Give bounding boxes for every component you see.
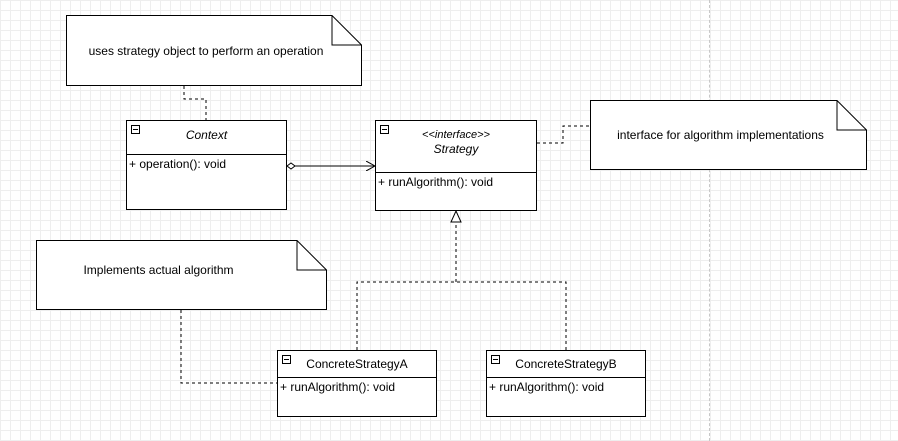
context-note-text: uses strategy object to perform an opera… xyxy=(88,43,324,58)
strategy-note[interactable]: interface for algorithm implementations xyxy=(590,100,867,170)
class-operation: + runAlgorithm(): void xyxy=(378,175,494,189)
class-stereotype: <<interface>> xyxy=(422,129,490,141)
concrete-strategy-b-class[interactable]: ConcreteStrategyB + runAlgorithm(): void xyxy=(486,350,646,417)
concrete-note-anchor[interactable] xyxy=(180,310,277,384)
realization-arrowhead xyxy=(450,209,462,223)
class-operation: + runAlgorithm(): void xyxy=(280,380,396,394)
class-name: Strategy xyxy=(433,142,479,156)
class-header: Context xyxy=(127,121,286,155)
collapse-toggle-icon[interactable] xyxy=(380,125,389,134)
realization-connector-a[interactable] xyxy=(356,281,456,350)
context-note[interactable]: uses strategy object to perform an opera… xyxy=(66,15,362,86)
strategy-interface[interactable]: <<interface>> Strategy + runAlgorithm():… xyxy=(375,120,537,211)
note-shape xyxy=(36,240,327,310)
realization-connector-b[interactable] xyxy=(456,281,567,350)
collapse-toggle-icon[interactable] xyxy=(491,355,500,364)
page-break-line xyxy=(709,0,710,441)
aggregation-diamond xyxy=(286,162,296,170)
note-shape xyxy=(66,15,362,86)
class-name: ConcreteStrategyA xyxy=(306,357,408,371)
class-operation: + operation(): void xyxy=(129,157,227,171)
class-name: Context xyxy=(185,127,228,142)
concrete-strategy-a-class[interactable]: ConcreteStrategyA + runAlgorithm(): void xyxy=(277,350,437,417)
collapse-toggle-icon[interactable] xyxy=(131,125,140,134)
context-note-anchor[interactable] xyxy=(183,86,207,120)
concrete-note-text: Implements actual algorithm xyxy=(83,263,234,277)
class-operation: + runAlgorithm(): void xyxy=(489,380,605,394)
context-class[interactable]: Context + operation(): void xyxy=(126,120,287,210)
strategy-note-anchor[interactable] xyxy=(537,125,590,144)
concrete-note[interactable]: Implements actual algorithm xyxy=(36,240,327,310)
class-header: ConcreteStrategyA xyxy=(278,351,436,378)
collapse-toggle-icon[interactable] xyxy=(282,355,291,364)
strategy-note-text: interface for algorithm implementations xyxy=(617,128,824,142)
class-name: ConcreteStrategyB xyxy=(515,357,617,371)
note-shape xyxy=(590,100,867,170)
class-header: ConcreteStrategyB xyxy=(487,351,645,378)
class-header: <<interface>> Strategy xyxy=(376,121,536,173)
